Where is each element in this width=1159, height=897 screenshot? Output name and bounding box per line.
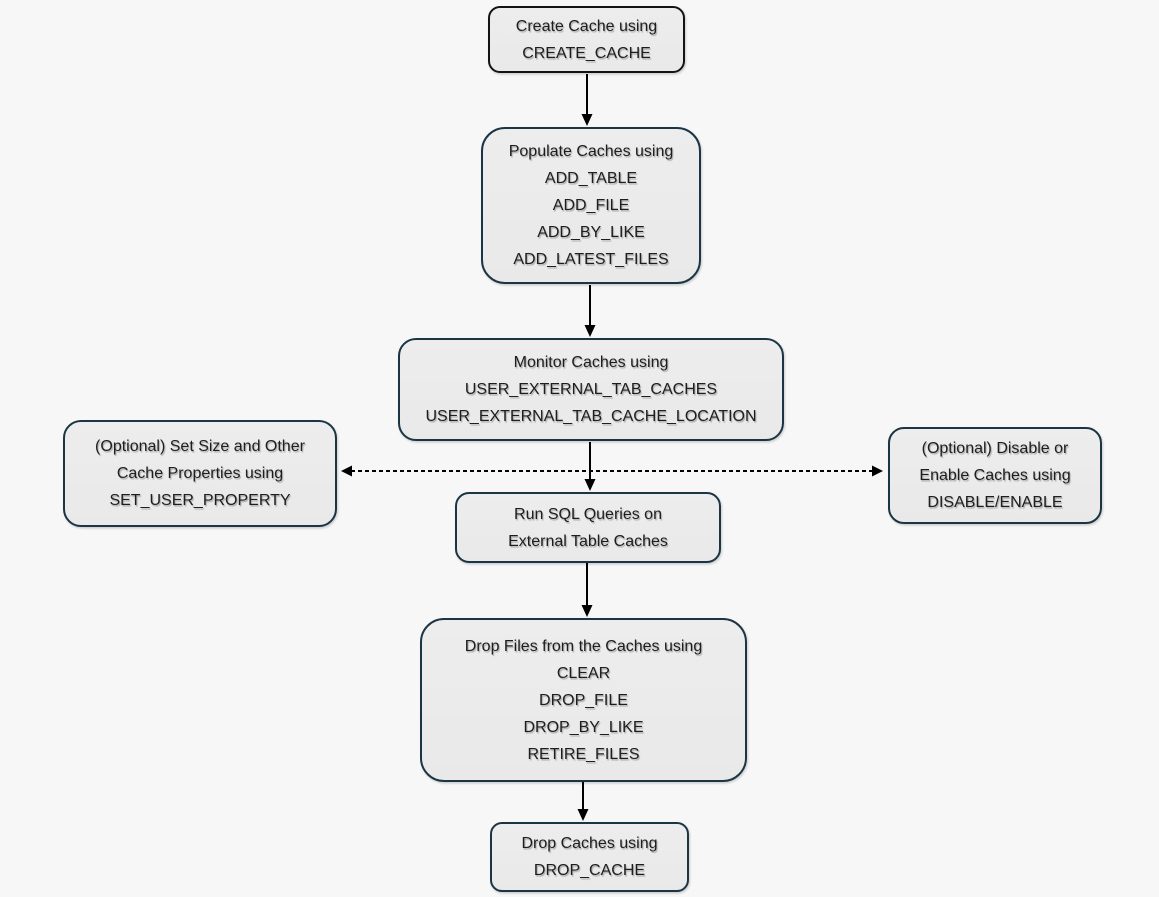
node-run-sql: Run SQL Queries on External Table Caches xyxy=(455,492,721,563)
dashed-optional-arrow-right-head xyxy=(872,465,883,477)
node-text-line: ADD_LATEST_FILES xyxy=(513,251,669,268)
dashed-optional-arrow-left-head xyxy=(341,465,352,477)
node-text-line: Cache Properties using xyxy=(116,465,284,482)
arrow-dropfiles-to-dropcaches-head xyxy=(577,809,589,821)
node-text-line: DROP_CACHE xyxy=(533,862,646,879)
node-text-line: CLEAR xyxy=(556,664,611,682)
node-text-line: (Optional) Disable or xyxy=(921,440,1069,457)
node-text-line: USER_EXTERNAL_TAB_CACHE_LOCATION xyxy=(425,408,757,425)
node-text-line: External Table Caches xyxy=(508,532,668,550)
node-text-line: SET_USER_PROPERTY xyxy=(109,492,291,509)
arrow-create-to-populate-head xyxy=(581,114,593,126)
arrow-populate-to-monitor-head xyxy=(584,325,596,337)
node-set-properties: (Optional) Set Size and Other Cache Prop… xyxy=(63,420,337,527)
node-drop-caches: Drop Caches using DROP_CACHE xyxy=(490,822,689,892)
arrow-runsql-to-dropfiles-head xyxy=(581,605,593,617)
node-text-line: Create Cache using xyxy=(515,17,658,35)
node-text-line: ADD_BY_LIKE xyxy=(537,224,645,241)
node-text-line: Drop Caches using xyxy=(521,835,658,852)
node-text-line: Enable Caches using xyxy=(919,467,1071,484)
node-text-line: RETIRE_FILES xyxy=(527,745,640,763)
node-text-line: DROP_FILE xyxy=(539,691,628,709)
arrow-monitor-to-runsql-head xyxy=(584,479,596,491)
node-populate-caches: Populate Caches using ADD_TABLE ADD_FILE… xyxy=(481,127,701,284)
node-drop-files: Drop Files from the Caches using CLEAR D… xyxy=(420,618,747,782)
node-monitor-caches: Monitor Caches using USER_EXTERNAL_TAB_C… xyxy=(398,338,784,441)
node-text-line: Drop Files from the Caches using xyxy=(464,637,703,655)
node-text-line: DISABLE/ENABLE xyxy=(927,494,1063,511)
node-text-line: Run SQL Queries on xyxy=(514,505,662,523)
node-text-line: CREATE_CACHE xyxy=(522,44,651,62)
node-text-line: USER_EXTERNAL_TAB_CACHES xyxy=(464,381,718,398)
node-text-line: (Optional) Set Size and Other xyxy=(95,438,305,455)
node-text-line: Populate Caches using xyxy=(508,143,674,160)
node-disable-enable: (Optional) Disable or Enable Caches usin… xyxy=(888,427,1102,524)
node-text-line: Monitor Caches using xyxy=(513,354,669,371)
node-text-line: DROP_BY_LIKE xyxy=(523,718,644,736)
node-create-cache: Create Cache using CREATE_CACHE xyxy=(488,6,685,73)
node-text-line: ADD_TABLE xyxy=(544,170,638,187)
node-text-line: ADD_FILE xyxy=(552,197,630,214)
